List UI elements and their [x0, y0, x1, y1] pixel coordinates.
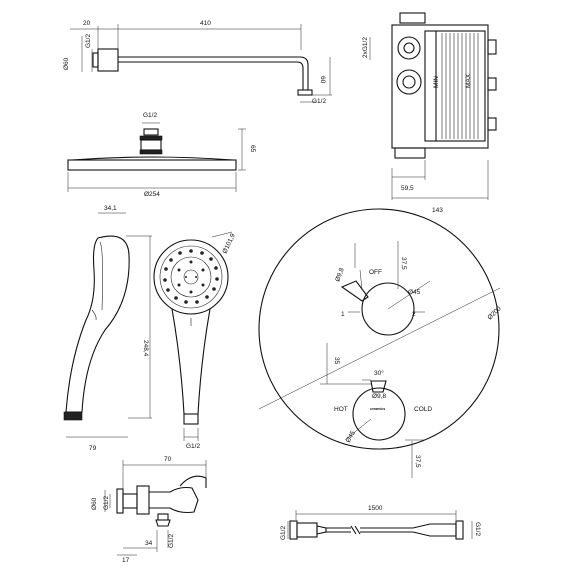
knob1-pos2-label: 2: [412, 311, 416, 318]
knob1-off-label: OFF: [369, 269, 382, 276]
box-max-label: MAX: [465, 73, 472, 88]
knob2-angle-label: 30°: [374, 369, 384, 377]
concealed-box-view: 2xG1/2 MIN MAX 59,5 143: [362, 12, 497, 214]
arm-offset-label: 20: [83, 20, 91, 27]
hand-thread-label: G1/2: [186, 443, 200, 450]
faceplate-view: Ø9,8 37,5 OFF Ø45 1 2 Ø200 35 30° Ø9,8 H…: [258, 208, 503, 478]
box-min-label: MIN: [433, 76, 440, 88]
box-depth-min-label: 59,5: [401, 185, 414, 192]
shower-hose-view: 1500 G1/2 G1/2: [280, 505, 481, 540]
knob-spacing-label: 35: [333, 357, 340, 365]
elbow-depth-label: 17: [122, 557, 130, 564]
elbow-thread-label: G1/2: [103, 496, 110, 510]
hose-length-label: 1500: [368, 505, 383, 512]
hand-projection-label: 79: [89, 445, 97, 452]
nozzle-ring-outer: [163, 249, 219, 304]
knob2-brand-label: ceramics: [370, 407, 385, 411]
elbow-outlet-thread-label: G1/2: [168, 534, 175, 548]
shower-head-view: G1/2 65 Ø254: [67, 112, 256, 198]
knob1-dia-label: Ø45: [408, 289, 421, 296]
hose-thread-left-label: G1/2: [280, 526, 287, 540]
head-dia-label: Ø254: [144, 191, 160, 198]
knob1-pos1-label: 1: [341, 311, 345, 318]
hand-head-dia-label: Ø101,9: [221, 232, 237, 255]
knob2-small-dia-label: Ø9,8: [372, 393, 386, 400]
wall-elbow-view: 70 Ø60 G1/2 G1/2 34 17: [91, 456, 207, 564]
nozzle-ring-inner: [177, 260, 205, 294]
arm-thread-label: G1/2: [85, 34, 92, 48]
elbow-flange-dia-label: Ø60: [91, 497, 98, 510]
knob2-offset-label: 37,5: [414, 455, 421, 468]
box-thread-label: 2xG1/2: [362, 37, 369, 58]
cartridge-ribs: [441, 33, 479, 139]
arm-drop-label: 60: [319, 76, 326, 84]
elbow-length-label: 70: [164, 456, 172, 463]
arm-flange-dia-label: Ø60: [63, 57, 70, 70]
shower-arm-view: 20 410 G1/2 Ø60 60 G1/2: [63, 20, 332, 105]
box-depth-total-label: 143: [432, 207, 443, 214]
arm-length-label: 410: [200, 20, 211, 27]
hand-shower-side-view: 34,1 248,4 79: [63, 205, 152, 452]
hose-thread-right-label: G1/2: [474, 522, 481, 536]
head-height-label: 65: [249, 145, 256, 153]
knob2-hot-label: HOT: [334, 406, 348, 413]
hand-thickness-label: 34,1: [104, 205, 117, 212]
hand-length-label: 248,4: [142, 340, 149, 357]
knob1-small-dia-label: Ø9,8: [334, 267, 346, 283]
knob2-cold-label: COLD: [414, 406, 432, 413]
elbow-offset-label: 34: [145, 540, 153, 547]
plate-dia-label: Ø200: [486, 305, 502, 321]
head-thread-label: G1/2: [143, 112, 157, 119]
arm-outlet-thread-label: G1/2: [312, 98, 326, 105]
knob1-offset-label: 37,5: [400, 257, 407, 270]
hand-shower-front-view: Ø101,9 G1/2: [153, 231, 237, 450]
